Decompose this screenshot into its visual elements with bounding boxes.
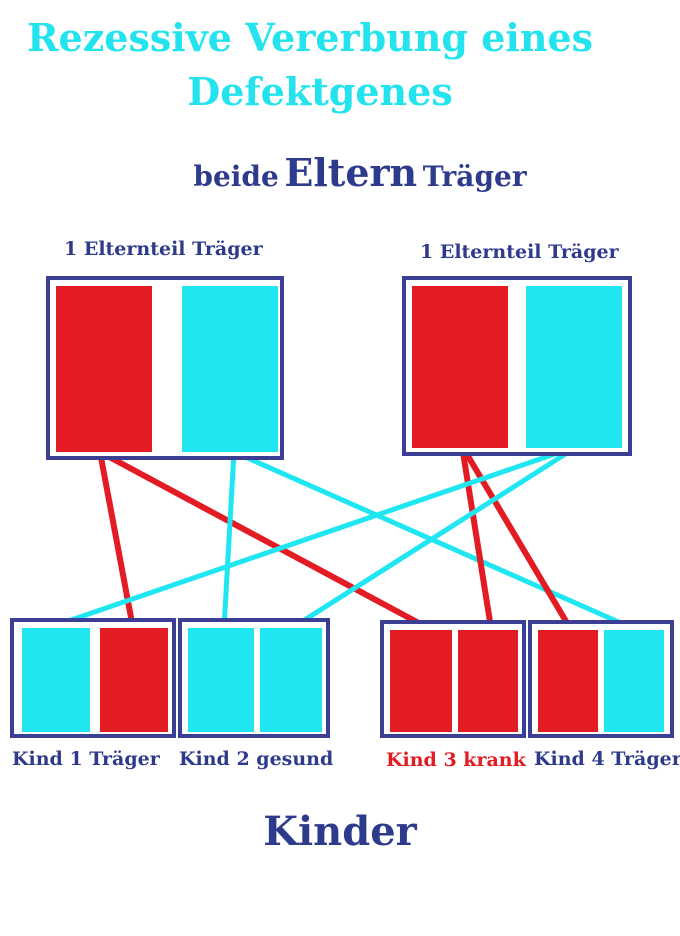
line-p1-red-to-kind3 [98, 449, 430, 631]
parent-1-label: 1 Elternteil Träger [64, 238, 263, 260]
child-3-chromosome-pair [380, 620, 526, 738]
title-line-1: Rezessive Vererbung eines [26, 15, 594, 60]
parent-1-defect-allele [56, 286, 152, 452]
child-4-defect-allele [538, 630, 598, 732]
child-1-label: Kind 1 Träger [12, 748, 160, 770]
child-2-healthy-allele-b [260, 628, 322, 732]
subtitle-part-2: Eltern [284, 150, 418, 195]
child-3-label: Kind 3 krank [386, 749, 526, 771]
parent-1-healthy-allele [182, 286, 278, 452]
parent-2-defect-allele [412, 286, 508, 448]
parent-2-chromosome-pair [402, 276, 632, 456]
line-p2-red-to-kind4 [459, 444, 573, 630]
subtitle-part-1: beide [193, 160, 279, 193]
line-p2-cyan-to-kind2 [290, 443, 580, 631]
subtitle: beide Eltern Träger [0, 150, 680, 195]
child-1-healthy-allele [22, 628, 90, 732]
child-4-label: Kind 4 Träger [534, 748, 680, 770]
line-p2-red-to-kind3 [459, 445, 494, 629]
child-4-chromosome-pair [528, 620, 674, 738]
subtitle-part-3: Träger [422, 160, 527, 193]
child-4-healthy-allele [604, 630, 664, 732]
child-2-chromosome-pair [178, 618, 330, 738]
children-heading: Kinder [263, 808, 417, 855]
child-2-healthy-allele-a [188, 628, 254, 732]
line-p1-cyan-to-kind2 [221, 451, 237, 629]
line-p2-cyan-to-kind1 [47, 443, 579, 631]
child-1-defect-allele [100, 628, 168, 732]
child-3-defect-allele-b [458, 630, 518, 732]
parent-1-chromosome-pair [46, 276, 284, 460]
child-2-label: Kind 2 gesund [179, 748, 334, 770]
child-3-defect-allele-a [390, 630, 452, 732]
parent-2-label: 1 Elternteil Träger [420, 241, 619, 263]
child-1-chromosome-pair [10, 618, 176, 738]
parent-2-healthy-allele [526, 286, 622, 448]
title-line-2: Defektgenes [187, 69, 453, 114]
